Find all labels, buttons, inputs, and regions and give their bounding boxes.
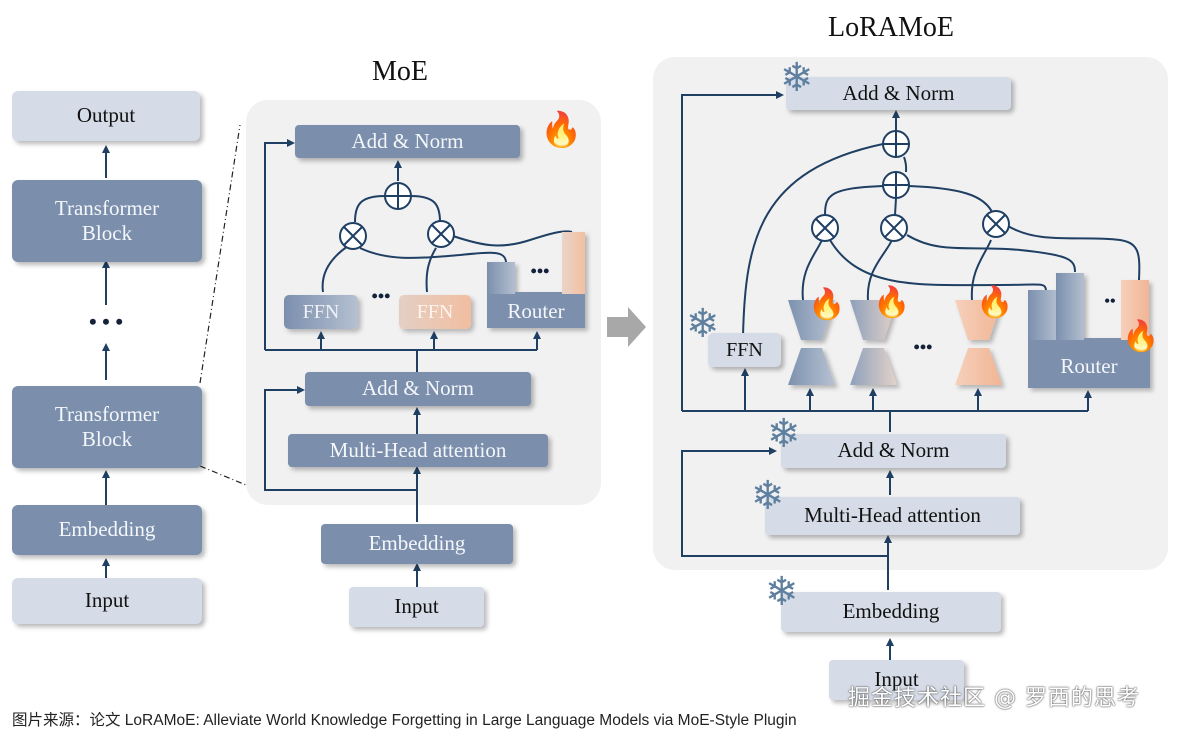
lora-curve-mult3-router [1007,225,1141,281]
moe-router-shape [487,232,585,328]
lora-snowflake-icon-embedding: ❄ [765,569,799,615]
moe-residual-1 [264,386,417,491]
lora-add-norm-top: Add & Norm [786,77,1011,110]
lora-expert-1-down [788,300,835,340]
lora-curve-mult2-router [906,234,1076,273]
lora-embedding-box: Embedding [781,592,1001,632]
moe-curve-ffn2-mult [425,247,437,293]
lora-snowflake-icon-norm: ❄ [767,411,801,457]
lora-curve-exp3-mult3 [970,239,992,301]
moe-residual-2 [264,139,295,350]
lora-snowflake-icon-ffn: ❄ [686,301,720,347]
left-output-box: Output [12,91,200,141]
left-transformer-block-top: Transformer Block [12,180,202,262]
moe-attention-box: Multi-Head attention [288,434,548,467]
moe-title: MoE [372,56,428,87]
lora-snowflake-icon-attention: ❄ [751,473,785,519]
lora-expert-2-down [850,300,897,340]
moe-add-norm-bottom: Add & Norm [305,372,531,406]
moe-curve-mult1-router [359,247,507,263]
lora-input-box: Input [829,660,964,700]
lora-residual-1 [681,447,888,557]
left-embedding-box: Embedding [12,505,202,555]
moe-ffn-1: FFN [284,295,358,329]
zoom-line-top [199,124,241,384]
moe-router-dots: ••• [530,261,550,282]
moe-router-label: Router [507,299,565,324]
moe-fire-icon: 🔥 [540,112,583,149]
left-ellipsis: • • • [88,308,124,334]
lora-curve-exp2-mult2 [866,239,893,301]
moe-embedding-box: Embedding [321,524,513,564]
figure-caption: 图片来源：论文 LoRAMoE: Alleviate World Knowled… [12,712,797,729]
lora-curve-sum-mult3 [908,185,994,215]
loramoe-title: LoRAMoE [828,12,954,43]
moe-ffn-dots: ••• [371,286,391,307]
lora-fire-icon-router: 🔥 [1122,320,1160,353]
lora-fire-icon-expert-3: 🔥 [976,286,1014,319]
lora-snowflake-icon-top: ❄ [780,55,814,101]
lora-attention-box: Multi-Head attention [765,497,1020,535]
moe-curve-sum-mult2 [410,195,441,223]
lora-add-norm-bottom: Add & Norm [781,434,1006,468]
lora-curve-mult1-router [829,239,1047,291]
lora-ffn-box: FFN [708,333,781,367]
lora-curve-sum-mult2 [894,197,897,216]
lora-router-dots: •• [1104,293,1116,311]
left-input-box: Input [12,578,202,624]
lora-fire-icon-expert-2: 🔥 [873,286,911,319]
moe-input-box: Input [349,587,484,627]
left-transformer-block-bottom: Transformer Block [12,386,202,468]
lora-fire-icon-expert-1: 🔥 [808,288,846,321]
moe-add-norm-top: Add & Norm [295,125,520,158]
lora-expert-3-down [955,300,1002,340]
lora-curve-sum2-sum1 [903,156,908,173]
lora-curve-sum-mult1 [824,185,884,216]
lora-residual-2 [681,91,784,411]
lora-expert-1-up [788,348,835,385]
lora-expert-dots: ••• [913,337,933,358]
watermark: 掘金技术社区 @ 罗西的思考 [848,686,1140,711]
moe-curve-ffn1-mult [321,245,349,293]
transition-arrow [607,307,646,347]
lora-expert-2-up [850,348,897,385]
moe-ffn-2: FFN [399,295,471,329]
moe-curve-mult2-router [452,230,573,247]
lora-router-label: Router [1060,354,1118,379]
lora-expert-3-up [955,348,1002,385]
lora-curve-ffn-sum [742,143,884,338]
lora-router-shape [1028,273,1150,388]
zoom-line-bottom [199,465,247,486]
lora-curve-exp1-mult1 [801,239,823,301]
moe-curve-sum-mult1 [354,195,386,223]
